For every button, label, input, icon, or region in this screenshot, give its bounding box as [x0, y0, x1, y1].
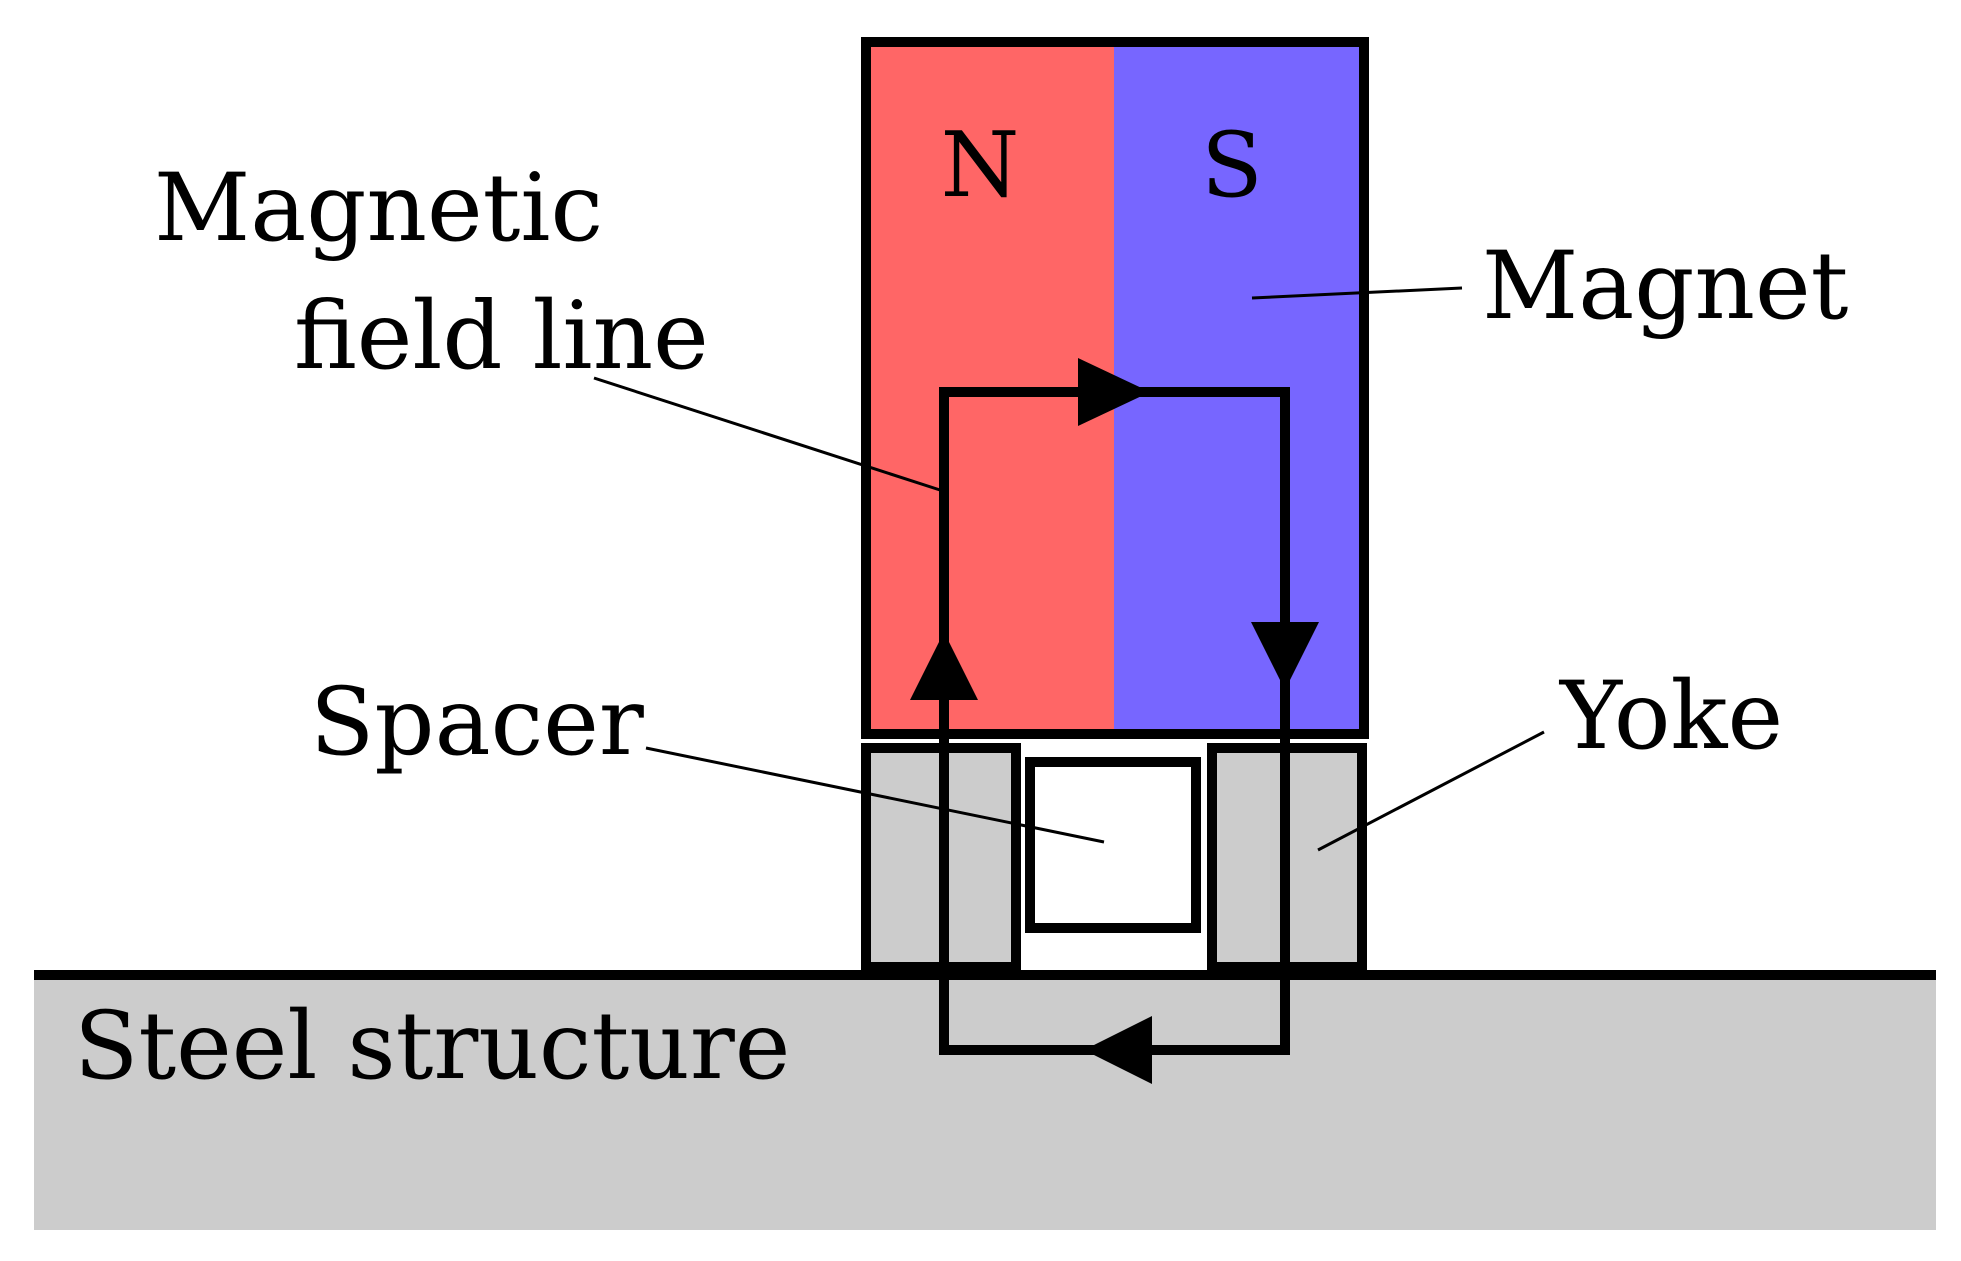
arrow-up-icon [910, 632, 978, 700]
arrow-left-icon [1084, 1016, 1152, 1084]
magnetic-field-line-label-line1: Magnetic [154, 154, 603, 263]
magnetic-field-line-label-line2: field line [294, 282, 709, 391]
magnet-outline [861, 37, 1369, 739]
spacer-label: Spacer [310, 668, 644, 777]
magnetic-field-loop [939, 387, 1290, 1055]
spacer-block [1025, 757, 1201, 933]
yoke-label: Yoke [1558, 662, 1783, 771]
magnet-leader-line [1251, 286, 1463, 300]
field-line-leader-line [593, 376, 941, 492]
south-pole-label: S [1201, 113, 1263, 218]
steel-structure [34, 975, 1936, 1230]
spacer-leader-line [645, 746, 1105, 844]
arrow-right-icon [1078, 358, 1150, 426]
steel-structure-label: Steel structure [74, 992, 790, 1101]
magnet-label: Magnet [1482, 232, 1849, 341]
yoke-leader-line [1317, 730, 1545, 852]
north-pole-label: N [941, 113, 1020, 218]
arrow-down-icon [1251, 622, 1319, 690]
